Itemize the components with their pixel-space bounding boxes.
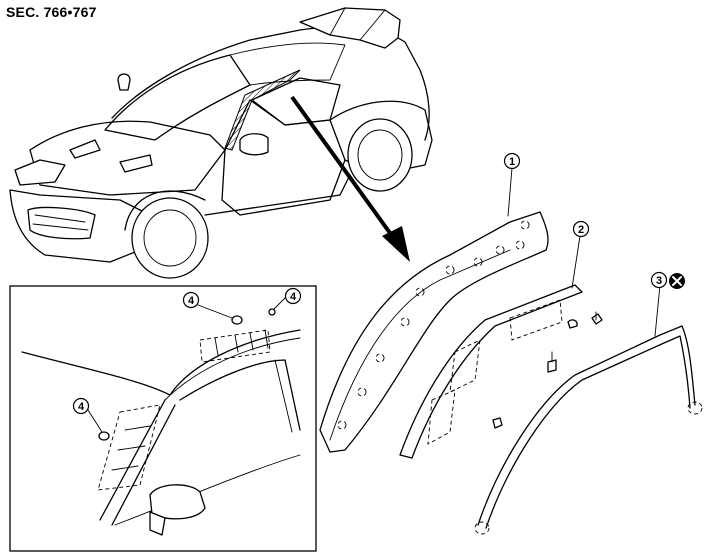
callout-clip-4a: 4 [182,291,200,309]
callout-clip-4c-number: 4 [78,401,85,413]
callout-part-3: 3 [650,271,668,289]
do-not-reuse-icon [669,273,685,289]
callout-part-1: 1 [503,152,521,170]
part-3-drawing [474,284,703,535]
section-label: SEC. 766•767 [6,4,97,20]
callout-part-1-number: 1 [509,156,515,168]
direction-arrow [290,95,410,262]
callout-clip-4b: 4 [284,287,302,305]
part-1-drawing [319,167,549,453]
detail-inset [9,285,317,552]
car-illustration [9,7,433,279]
callout-clip-4c: 4 [72,397,90,415]
callout-part-2: 2 [572,220,590,238]
part-1-clips [337,220,530,430]
part-2-drawing [399,235,603,459]
callout-clip-4b-number: 4 [290,291,297,303]
callout-clip-4a-number: 4 [188,295,195,307]
callout-part-3-number: 3 [656,275,662,287]
callout-part-2-number: 2 [578,224,584,236]
